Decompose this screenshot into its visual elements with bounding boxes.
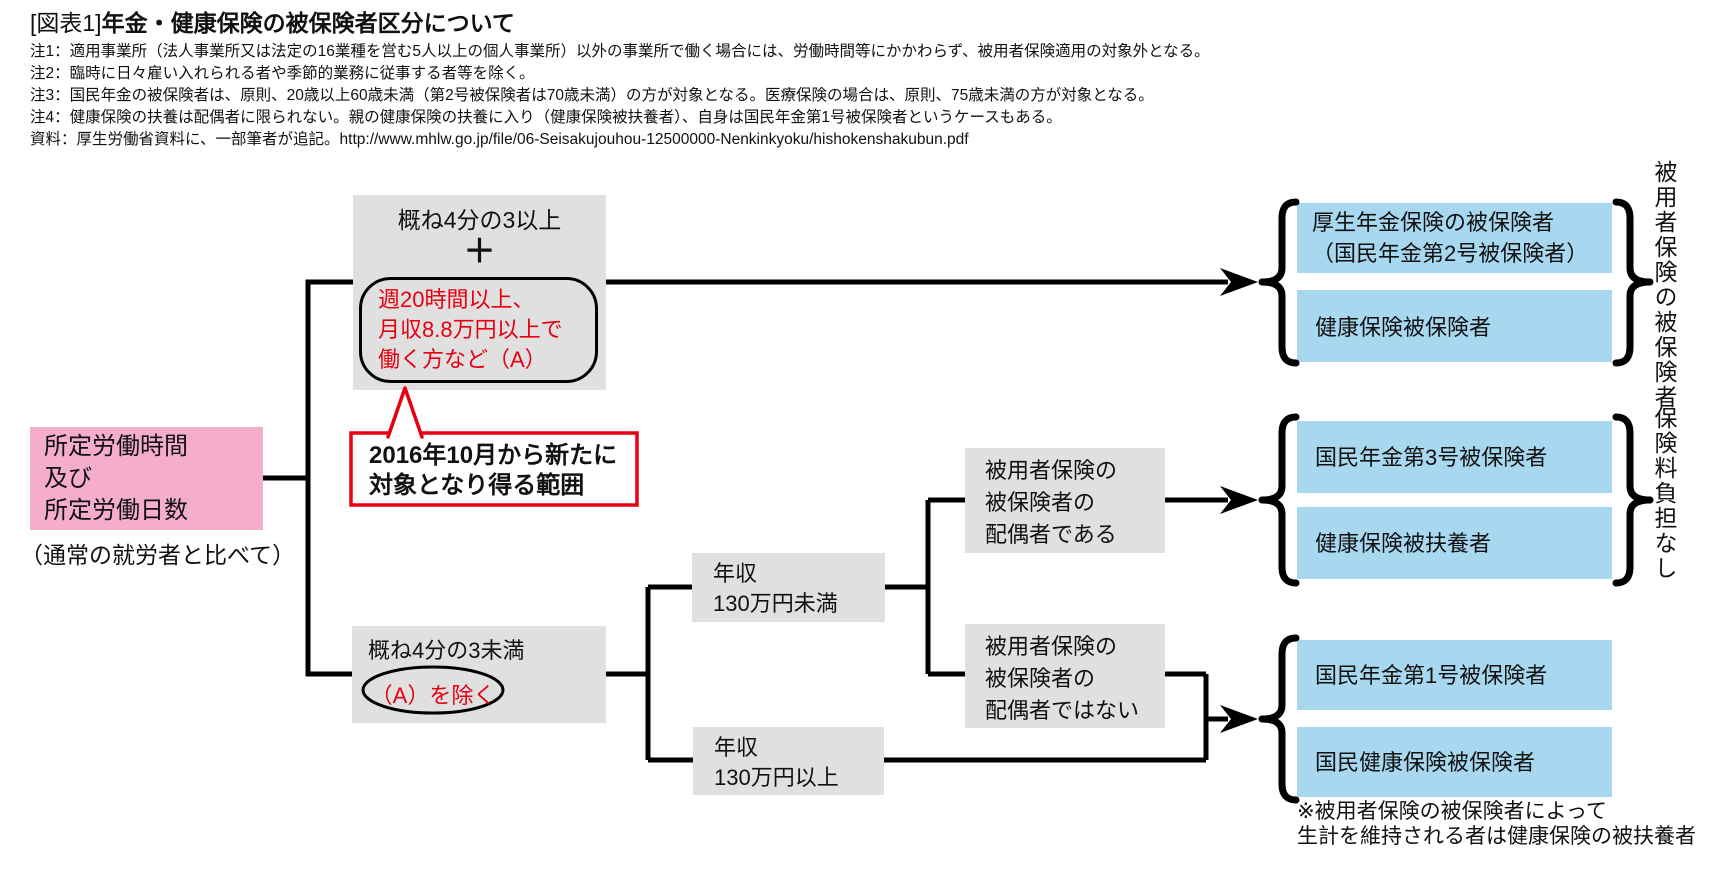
group2-box1 <box>1297 421 1612 493</box>
note-1: 注1：適用事業所（法人事業所又は法定の16業種を営む5人以上の個人事業所）以外の… <box>30 43 1210 60</box>
spouse-no-line-3: 配偶者ではない <box>985 698 1140 723</box>
arrow-to-group1 <box>1220 268 1258 296</box>
group1-box1-line-1: 厚生年金保険の被保険者 <box>1312 210 1555 235</box>
arrow-to-group2 <box>1220 486 1258 514</box>
footnote-line-1: ※被用者保険の被保険者によって <box>1297 800 1607 823</box>
group2-box2 <box>1297 507 1612 579</box>
group1-box1 <box>1297 203 1612 273</box>
spouse-yes-box <box>965 448 1165 553</box>
note-2: 注2：臨時に日々雇い入れられる者や季節的業務に従事する者等を除く。 <box>30 65 535 82</box>
upper-branch-label: 概ね4分の3以上 <box>397 207 562 233</box>
group2-open-brace <box>1258 413 1300 587</box>
group1-open-brace <box>1258 198 1300 367</box>
condition-line-3: 働く方など（A） <box>378 347 547 372</box>
income-under-line-2: 130万円未満 <box>713 591 838 616</box>
group1-box2-label: 健康保険被保険者 <box>1315 315 1492 340</box>
root-caption: （通常の就労者と比べて） <box>20 542 296 568</box>
spouse-no-line-2: 被保険者の <box>985 666 1096 691</box>
income-under-label: 年収 130万円未満 <box>713 559 838 619</box>
income-under-line-1: 年収 <box>713 561 758 586</box>
spouse-yes-label: 被用者保険の 被保険者の 配偶者である <box>985 455 1117 551</box>
footnote: ※被用者保険の被保険者によって 生計を維持される者は健康保険の被扶養者 <box>1297 799 1696 849</box>
condition-text: 週20時間以上、 月収8.8万円以上で 働く方など（A） <box>378 285 563 375</box>
lower-branch-label: 概ね4分の3未満 <box>368 638 525 663</box>
spouse-no-line-1: 被用者保険の <box>985 634 1118 659</box>
callout-text: 2016年10月から新たに 対象となり得る範囲 <box>369 441 617 501</box>
root-box <box>30 427 263 530</box>
braces <box>1258 198 1654 804</box>
condition-line-1: 週20時間以上、 <box>378 287 535 312</box>
group1-close-brace <box>1612 198 1654 367</box>
spouse-no-box <box>965 624 1165 728</box>
group2-box1-label: 国民年金第3号被保険者 <box>1315 445 1548 470</box>
income-over-line-2: 130万円以上 <box>714 765 839 790</box>
spouse-yes-line-2: 被保険者の <box>985 490 1096 515</box>
exception-oval <box>361 665 505 715</box>
root-box-label: 所定労働時間 及び 所定労働日数 <box>44 431 188 527</box>
group1-box1-line-2: （国民年金第2号被保険者） <box>1312 241 1589 266</box>
group3-box1 <box>1297 640 1612 710</box>
income-under-box <box>692 553 885 622</box>
condition-line-2: 月収8.8万円以上で <box>378 317 563 342</box>
group1-box1-label: 厚生年金保険の被保険者 （国民年金第2号被保険者） <box>1312 207 1588 269</box>
figure-title-tag: [図表1] <box>30 10 102 36</box>
callout-line-1: 2016年10月から新たに <box>369 442 618 469</box>
exception-label: （A）を除く <box>370 683 496 708</box>
income-over-label: 年収 130万円以上 <box>714 733 839 793</box>
footnote-line-2: 生計を維持される者は健康保険の被扶養者 <box>1297 825 1696 848</box>
arrow-to-group3 <box>1220 705 1258 733</box>
side-label-no-premium: 保険料負担なし <box>1651 406 1677 581</box>
condition-rounded-box <box>359 277 598 383</box>
root-line-2: 及び <box>44 465 92 492</box>
spouse-no-label: 被用者保険の 被保険者の 配偶者ではない <box>985 631 1139 727</box>
arrowheads <box>1220 268 1258 733</box>
group3-box1-label: 国民年金第1号被保険者 <box>1315 663 1548 688</box>
spouse-yes-line-1: 被用者保険の <box>985 458 1118 483</box>
root-line-1: 所定労働時間 <box>44 433 188 460</box>
side-label-employee-insured: 被用者保険の被保険者 <box>1651 160 1677 410</box>
root-line-3: 所定労働日数 <box>44 497 188 524</box>
group2-close-brace <box>1612 413 1654 587</box>
spouse-yes-line-3: 配偶者である <box>985 522 1117 547</box>
group1-box2 <box>1297 290 1612 362</box>
group2-box2-label: 健康保険被扶養者 <box>1315 531 1492 556</box>
group3-open-brace <box>1258 634 1300 804</box>
callout-box <box>349 431 639 507</box>
plus-sign: ＋ <box>463 233 496 269</box>
group3-box2 <box>1297 727 1612 797</box>
figure-title: [図表1]年金・健康保険の被保険者区分について <box>30 4 515 38</box>
source-note: 資料：厚生労働省資料に、一部筆者が追記。http://www.mhlw.go.j… <box>30 131 969 148</box>
income-over-line-1: 年収 <box>714 735 759 760</box>
group3-box2-label: 国民健康保険被保険者 <box>1315 750 1536 775</box>
note-4: 注4：健康保険の扶養は配偶者に限られない。親の健康保険の扶養に入り（健康保険被扶… <box>30 109 1062 126</box>
note-3: 注3：国民年金の被保険者は、原則、20歳以上60歳未満（第2号被保険者は70歳未… <box>30 87 1154 104</box>
income-over-box <box>693 727 884 795</box>
callout-tail-stroke <box>386 386 424 439</box>
callout-tail-fill <box>388 388 422 436</box>
callout-line-2: 対象となり得る範囲 <box>369 472 585 499</box>
figure-title-text: 年金・健康保険の被保険者区分について <box>101 10 515 36</box>
upper-branch-box <box>353 195 606 390</box>
